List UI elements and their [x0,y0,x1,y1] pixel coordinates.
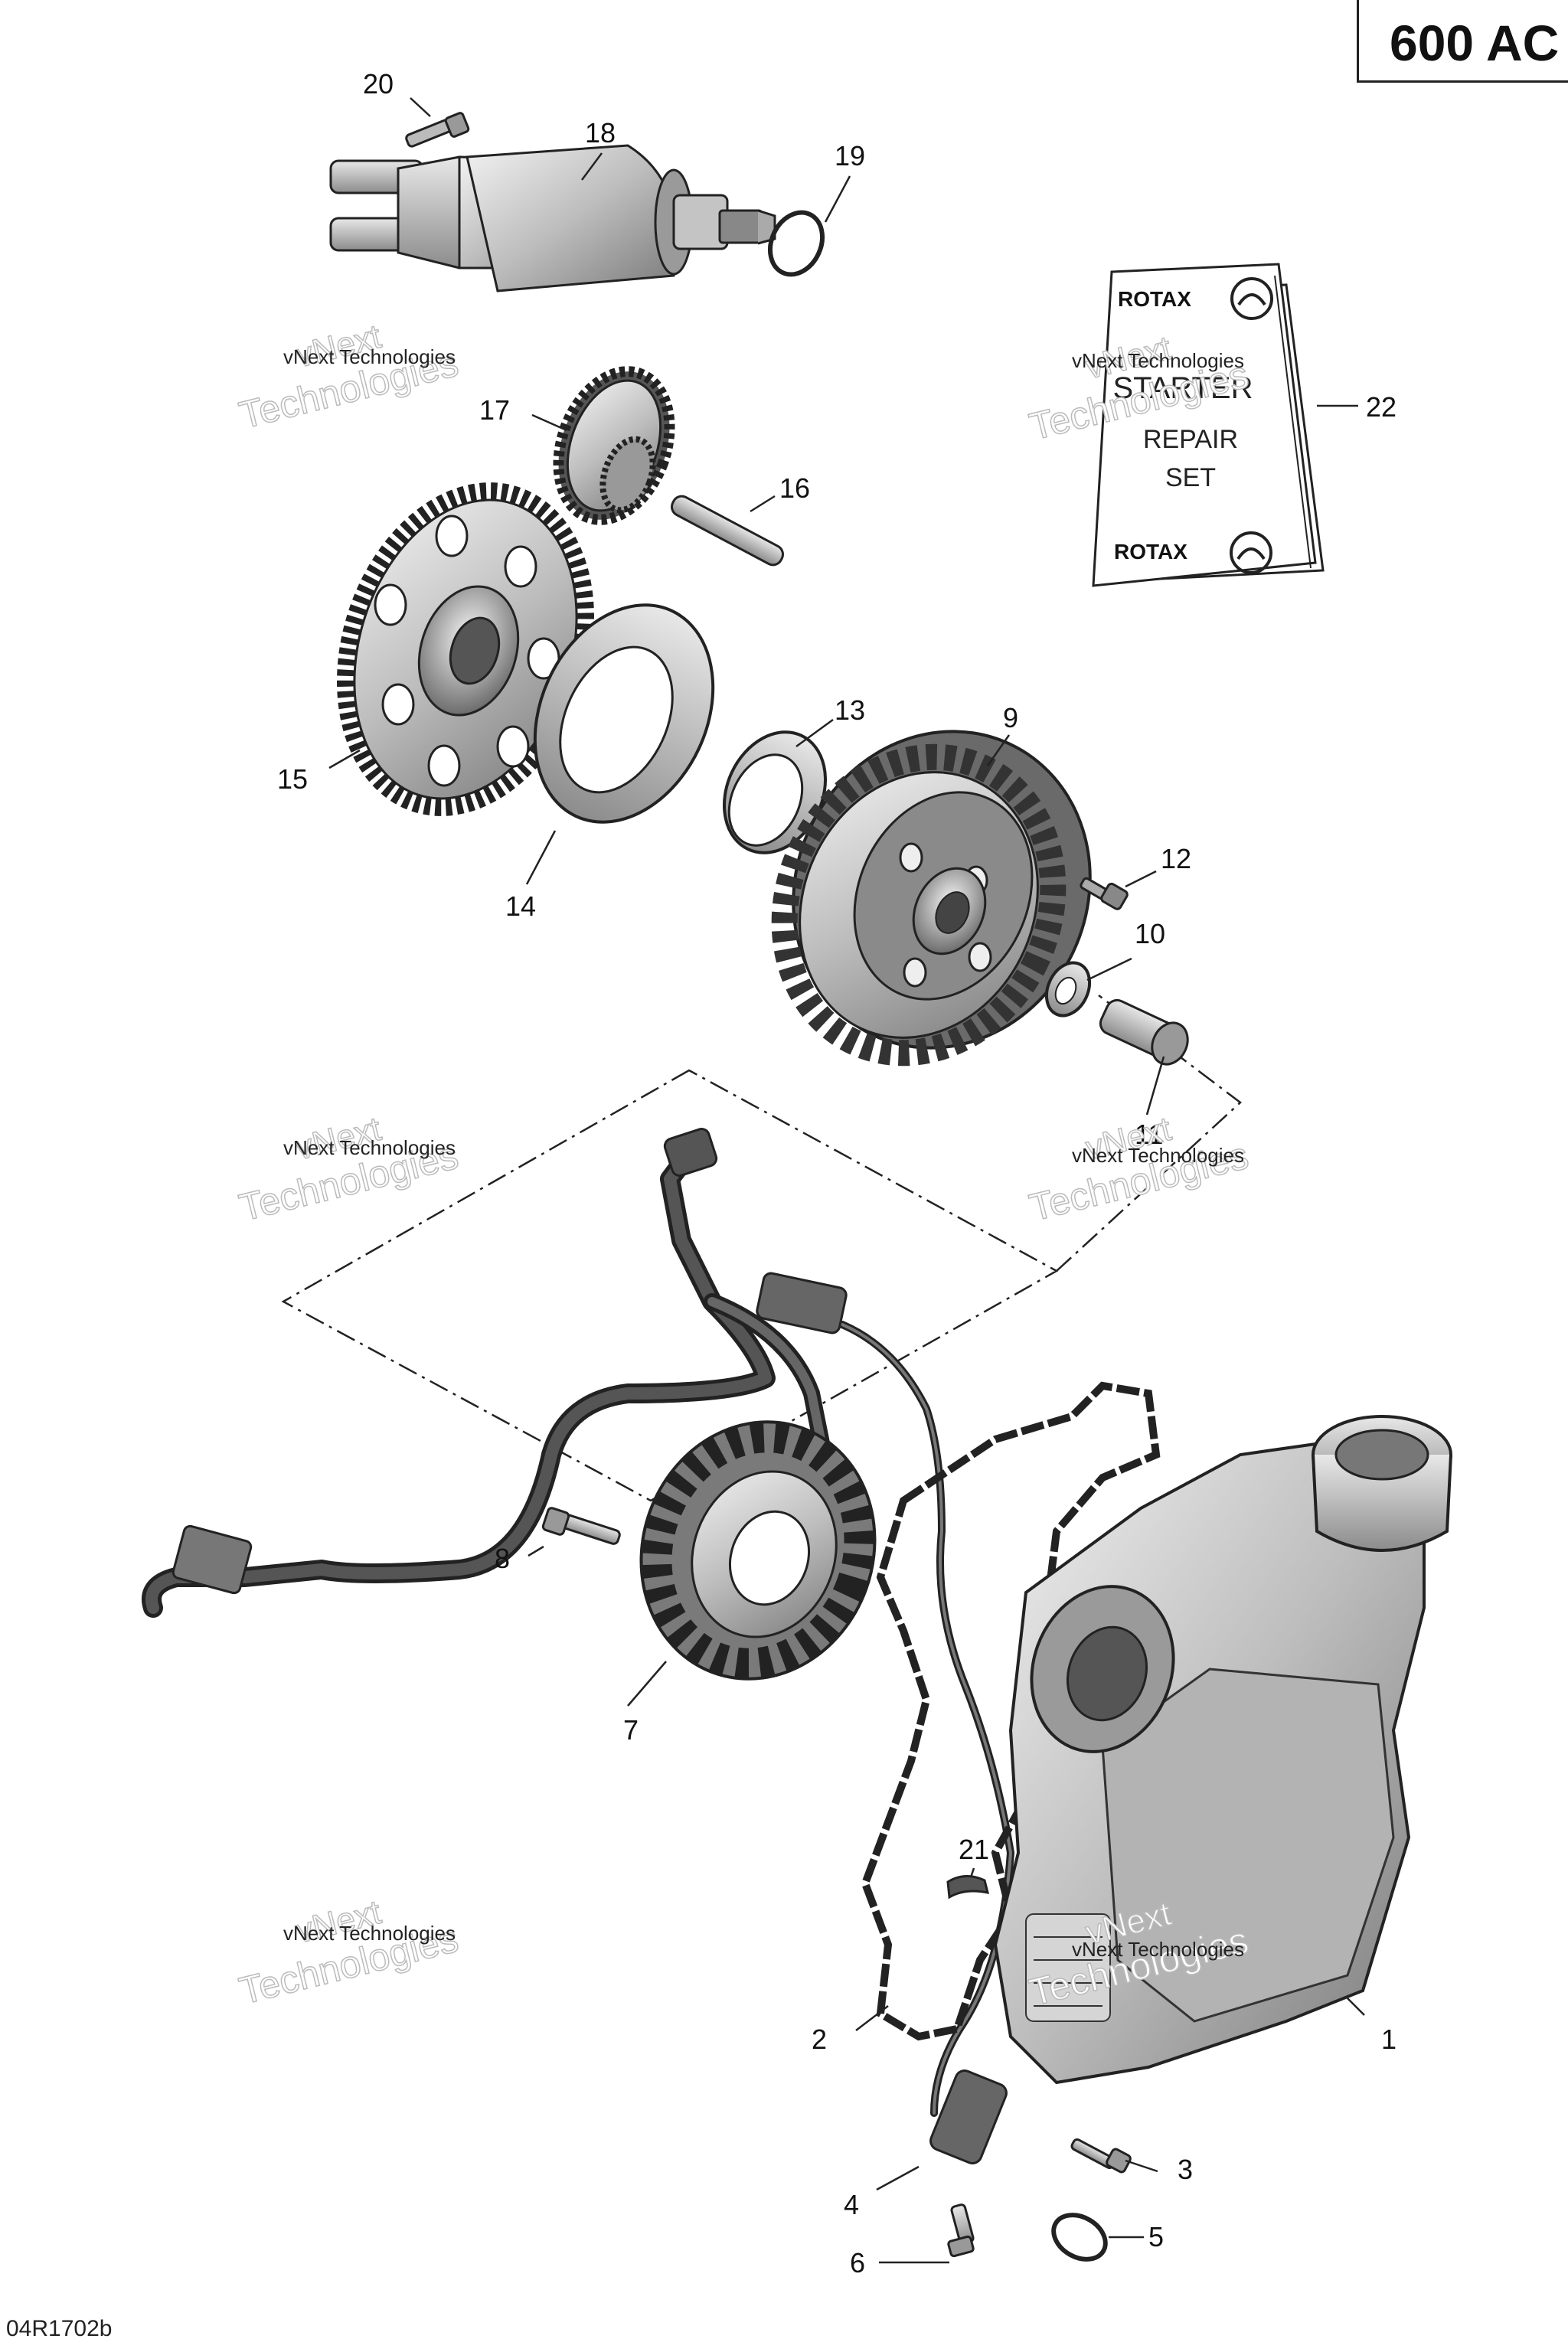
part-stator [639,1420,877,1681]
callout-16: 16 [779,472,810,504]
svg-text:STARTER: STARTER [1113,371,1253,405]
drawing-code: 04R1702b [6,2316,113,2341]
callout-20: 20 [363,68,394,100]
part-o-ring-19 [767,210,825,277]
rotax-logo-bottom: ROTAX [1114,531,1272,574]
part-intermediate-gear [553,366,675,525]
part-screw-12 [1080,877,1129,910]
part-pin [670,495,785,567]
callout-22: 22 [1366,391,1396,423]
callout-8: 8 [495,1543,510,1574]
callout-14: 14 [505,890,536,922]
model-label-box: 600 AC [1357,0,1568,83]
svg-text:SET: SET [1165,463,1216,492]
part-magneto-cover [993,1415,1452,2085]
watermark-caption-5: vNext Technologies [283,1922,456,1945]
part-gasket [861,1381,1161,2041]
callout-11: 11 [1135,1119,1163,1150]
part-magneto-flywheel [771,730,1092,1067]
svg-text:ROTAX: ROTAX [1114,540,1187,564]
part-bolt-20 [405,112,470,148]
part-sprag-clutch [533,603,715,824]
callout-7: 7 [623,1714,639,1746]
watermark-caption-6: vNext Technologies [1072,1938,1244,1961]
watermark-caption-3: vNext Technologies [283,1136,456,1159]
callout-labels: 1 2 3 4 5 6 7 8 9 10 11 12 13 14 15 16 1… [277,68,1396,2278]
callout-17: 17 [479,394,510,426]
watermark-1: vNext Technologies [234,317,462,437]
callout-4: 4 [844,2189,859,2220]
callout-2: 2 [812,2024,827,2055]
callout-12: 12 [1161,843,1191,874]
leader-lines [328,97,1365,2264]
rotax-logo-top: ROTAX [1118,277,1273,320]
callout-19: 19 [835,140,865,172]
part-o-ring-5 [1051,2213,1108,2262]
model-label: 600 AC [1390,15,1560,71]
callout-15: 15 [277,763,308,795]
callout-10: 10 [1135,918,1165,949]
callout-13: 13 [835,694,865,726]
callout-9: 9 [1003,702,1018,733]
callout-21: 21 [959,1834,989,1865]
watermark-caption-1: vNext Technologies [283,345,456,368]
callout-6: 6 [850,2247,865,2278]
watermark-3: vNext Technologies [234,1109,462,1230]
part-screw-8 [541,1507,621,1545]
watermark-5: vNext Technologies [234,1893,462,2013]
callout-5: 5 [1148,2221,1164,2252]
part-washer [1044,961,1092,1018]
part-harness-connectors [172,1128,1008,2164]
svg-text:ROTAX: ROTAX [1118,287,1191,311]
part-starter-motor [329,144,776,292]
part-bushing [722,730,828,854]
callout-18: 18 [585,117,616,149]
watermark-caption-4: vNext Technologies [1072,1144,1244,1167]
callout-1: 1 [1381,2024,1396,2055]
svg-text:REPAIR: REPAIR [1143,425,1238,454]
watermark-caption-2: vNext Technologies [1072,349,1244,372]
callout-3: 3 [1178,2154,1193,2185]
part-flywheel-bolt [1099,998,1189,1066]
part-screw-3 [1070,2138,1132,2174]
part-clip [946,1875,990,1900]
part-starter-repair-set: ROTAX STARTER REPAIR SET ROTAX [1092,263,1325,587]
part-screw-6 [947,2203,975,2258]
